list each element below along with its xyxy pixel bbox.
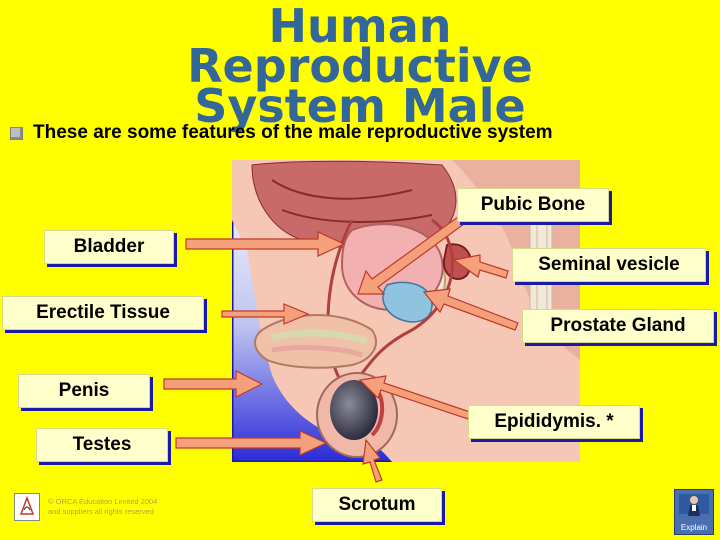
title-line-2: Reproductive (187, 39, 533, 93)
label-testes[interactable]: Testes (36, 428, 168, 462)
title-line-3: System Male (194, 79, 526, 133)
intro-bullet: These are some features of the male repr… (10, 122, 553, 144)
copyright-block: © ORCA Education Limited 2004 and suppli… (14, 493, 157, 521)
label-erectile-tissue[interactable]: Erectile Tissue (2, 296, 204, 330)
bullet-square-icon (10, 126, 23, 140)
intro-text: These are some features of the male repr… (33, 122, 553, 143)
label-bladder[interactable]: Bladder (44, 230, 174, 264)
teacher-figure-icon (679, 494, 709, 516)
label-prostate-gland[interactable]: Prostate Gland (522, 309, 714, 343)
label-pubic-bone[interactable]: Pubic Bone (457, 188, 609, 222)
label-penis[interactable]: Penis (18, 374, 150, 408)
label-scrotum[interactable]: Scrotum (312, 488, 442, 522)
explain-button[interactable]: Explain (674, 489, 714, 535)
page-title: Human Reproductive System Male (0, 0, 720, 133)
copyright-line-2: and suppliers all rights reserved (48, 507, 154, 516)
copyright-line-1: © ORCA Education Limited 2004 (48, 497, 158, 506)
label-epididymis[interactable]: Epididymis. * (468, 405, 640, 439)
explain-label: Explain (680, 523, 708, 532)
orca-logo-icon (14, 493, 40, 521)
label-seminal-vesicle[interactable]: Seminal vesicle (512, 248, 706, 282)
title-line-1: Human (268, 0, 452, 53)
